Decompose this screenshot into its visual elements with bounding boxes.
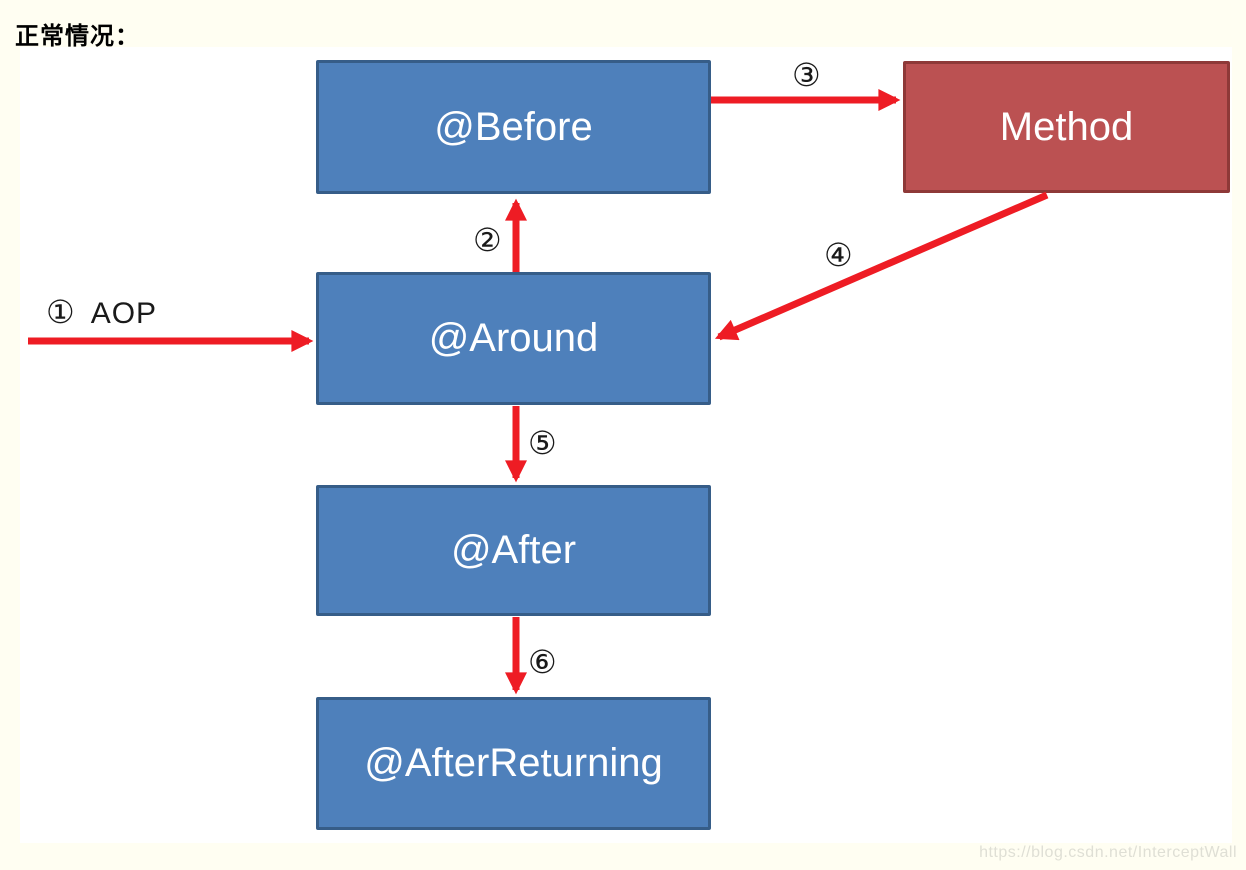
node-before-label: @Before xyxy=(434,104,593,149)
circled-number-3: ③ xyxy=(792,57,821,93)
node-method: Method xyxy=(903,61,1230,193)
arrow-3-label: ③ xyxy=(792,59,821,91)
circled-number-1: ① xyxy=(46,294,75,330)
arrow-6-label: ⑥ xyxy=(528,646,557,678)
arrow-1-label: ① AOP xyxy=(46,296,157,329)
node-method-label: Method xyxy=(999,104,1134,149)
node-before: @Before xyxy=(316,60,711,194)
node-around: @Around xyxy=(316,272,711,405)
node-around-label: @Around xyxy=(428,316,599,360)
arrow-2-label: ② xyxy=(473,224,502,256)
circled-number-2: ② xyxy=(473,222,502,258)
page-title: 正常情况： xyxy=(15,23,140,50)
arrow-1-text: AOP xyxy=(90,297,158,330)
node-after-returning: @AfterReturning xyxy=(316,697,711,830)
node-after-returning-label: @AfterReturning xyxy=(364,741,663,785)
circled-number-4: ④ xyxy=(824,237,853,273)
circled-number-6: ⑥ xyxy=(528,644,557,680)
node-after: @After xyxy=(316,485,711,616)
arrow-5-label: ⑤ xyxy=(528,427,557,459)
watermark: https://blog.csdn.net/InterceptWall xyxy=(979,844,1237,861)
circled-number-5: ⑤ xyxy=(528,425,557,461)
arrow-4-label: ④ xyxy=(824,239,853,271)
node-after-label: @After xyxy=(450,528,577,572)
